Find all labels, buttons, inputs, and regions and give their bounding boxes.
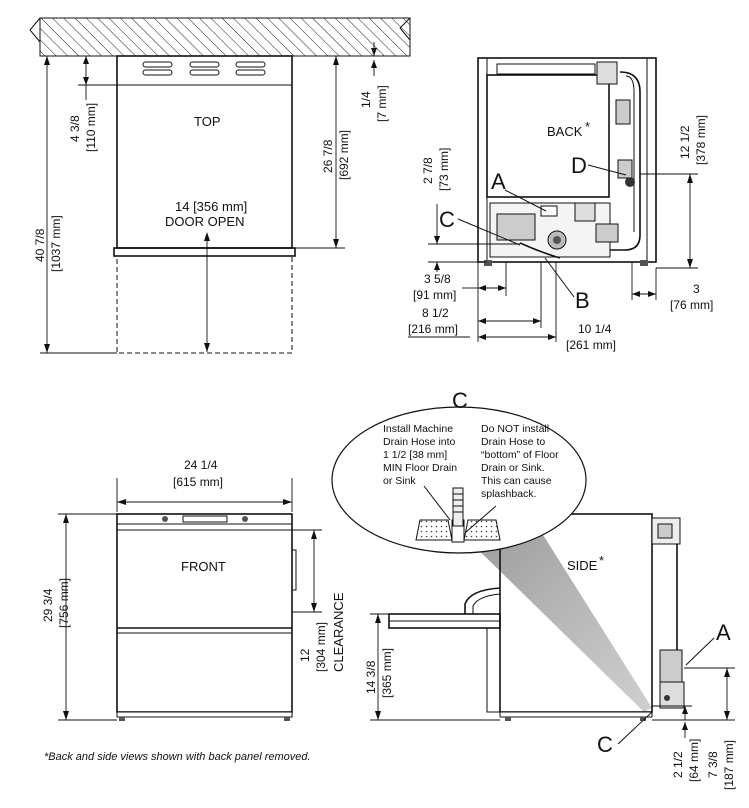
back-small-height-mm: [73 mm] [437,148,451,191]
side-label-c: C [597,732,613,757]
gap-inches: 1/4 [359,91,373,108]
total-depth-mm: [1037 mm] [49,215,63,272]
svg-text:splashback.: splashback. [481,488,536,500]
back-w1-inches: 3 5/8 [424,272,451,286]
door-dimension: 14 [356 mm] [175,199,247,214]
front-width-inches: 24 1/4 [184,458,218,472]
back-w3-mm: [261 mm] [566,338,616,352]
plumbing [580,61,641,251]
svg-text:MIN Floor Drain: MIN Floor Drain [383,462,457,474]
side-d2-inches: 7 3/8 [706,751,720,778]
back-w4-inches: 3 [693,282,700,296]
back-view: BACK * A D C B 2 7/8 [73 mm] 12 1/2 [378… [408,57,713,352]
callout-projection-beam [458,530,652,712]
back-w1-mm: [91 mm] [413,288,456,302]
footnote: *Back and side views shown with back pan… [44,751,311,763]
front-height-mm: [756 mm] [57,578,71,628]
total-depth-inches: 40 7/8 [33,228,47,262]
body-depth-inches: 26 7/8 [321,139,335,173]
back-w2-mm: [216 mm] [408,322,458,336]
callout-right-text: Do NOT install Drain Hose to “bottom” of… [481,423,559,500]
callout-label: C [452,388,468,413]
svg-text:1 1/2 [38 mm]: 1 1/2 [38 mm] [383,449,447,461]
gap-mm: [7 mm] [375,85,389,122]
side-view: SIDE * A C 14 3/8 [365 mm] 2 1/2 [64 mm]… [364,513,736,790]
back-w4-mm: [76 mm] [670,298,713,312]
back-label-d: D [571,153,587,178]
front-view-body [116,513,293,713]
back-large-height-inches: 12 1/2 [678,125,692,159]
svg-text:“bottom” of Floor: “bottom” of Floor [481,449,559,461]
back-small-height-inches: 2 7/8 [421,157,435,184]
svg-text:Drain Hose into: Drain Hose into [383,436,456,448]
back-view-frame [477,57,657,263]
top-view-title: TOP [194,114,221,129]
clearance-mm: [304 mm] [314,622,328,672]
back-label-c: C [439,207,455,232]
side-height-inches: 14 3/8 [364,660,378,694]
svg-text:This can cause: This can cause [481,475,552,487]
back-label-a: A [491,169,506,194]
front-width-mm: [615 mm] [173,475,223,489]
front-view: FRONT 24 1/4 [615 mm] 29 3/4 [756 mm] 12… [41,458,346,721]
top-view: TOP 14 [356 mm] DOOR OPEN 40 7/8 [1037 m… [29,17,411,354]
svg-text:Install Machine: Install Machine [383,423,453,435]
side-view-title: SIDE [567,558,598,573]
back-large-height-mm: [378 mm] [694,115,708,165]
wall-hatch [29,17,411,57]
door-open-label: DOOR OPEN [165,214,244,229]
back-w2-inches: 8 1/2 [422,306,449,320]
side-view-title-mark: * [599,553,604,568]
clearance-inches: 12 [298,648,312,662]
svg-text:Drain or Sink.: Drain or Sink. [481,462,545,474]
upper-depth-inches: 4 3/8 [68,115,82,142]
back-panel-area [486,74,610,198]
svg-text:Drain Hose to: Drain Hose to [481,436,545,448]
clearance-label: CLEARANCE [331,592,346,672]
drain-callout: C Install Machine Drain Hose into 1 1/2 … [331,388,587,554]
back-w3-inches: 10 1/4 [578,322,612,336]
front-view-title: FRONT [181,559,226,574]
body-depth-mm: [692 mm] [337,130,351,180]
callout-left-text: Install Machine Drain Hose into 1 1/2 [3… [383,423,457,487]
svg-text:or Sink: or Sink [383,475,416,487]
pump-assembly [489,202,619,259]
side-height-mm: [365 mm] [380,648,394,698]
side-d1-inches: 2 1/2 [671,751,685,778]
back-label-b: B [575,288,590,313]
floor-drain-illustration [415,485,501,543]
side-label-a: A [716,620,731,645]
door-open-outline [116,255,293,354]
svg-text:Do NOT install: Do NOT install [481,423,549,435]
callout-ellipse [331,406,587,554]
side-d2-mm: [187 mm] [722,740,736,790]
back-view-title-mark: * [585,119,590,134]
front-height-inches: 29 3/4 [41,588,55,622]
back-view-title: BACK [547,124,583,139]
vent-slots [142,61,266,76]
upper-depth-mm: [110 mm] [84,103,98,152]
side-d1-mm: [64 mm] [687,739,701,782]
